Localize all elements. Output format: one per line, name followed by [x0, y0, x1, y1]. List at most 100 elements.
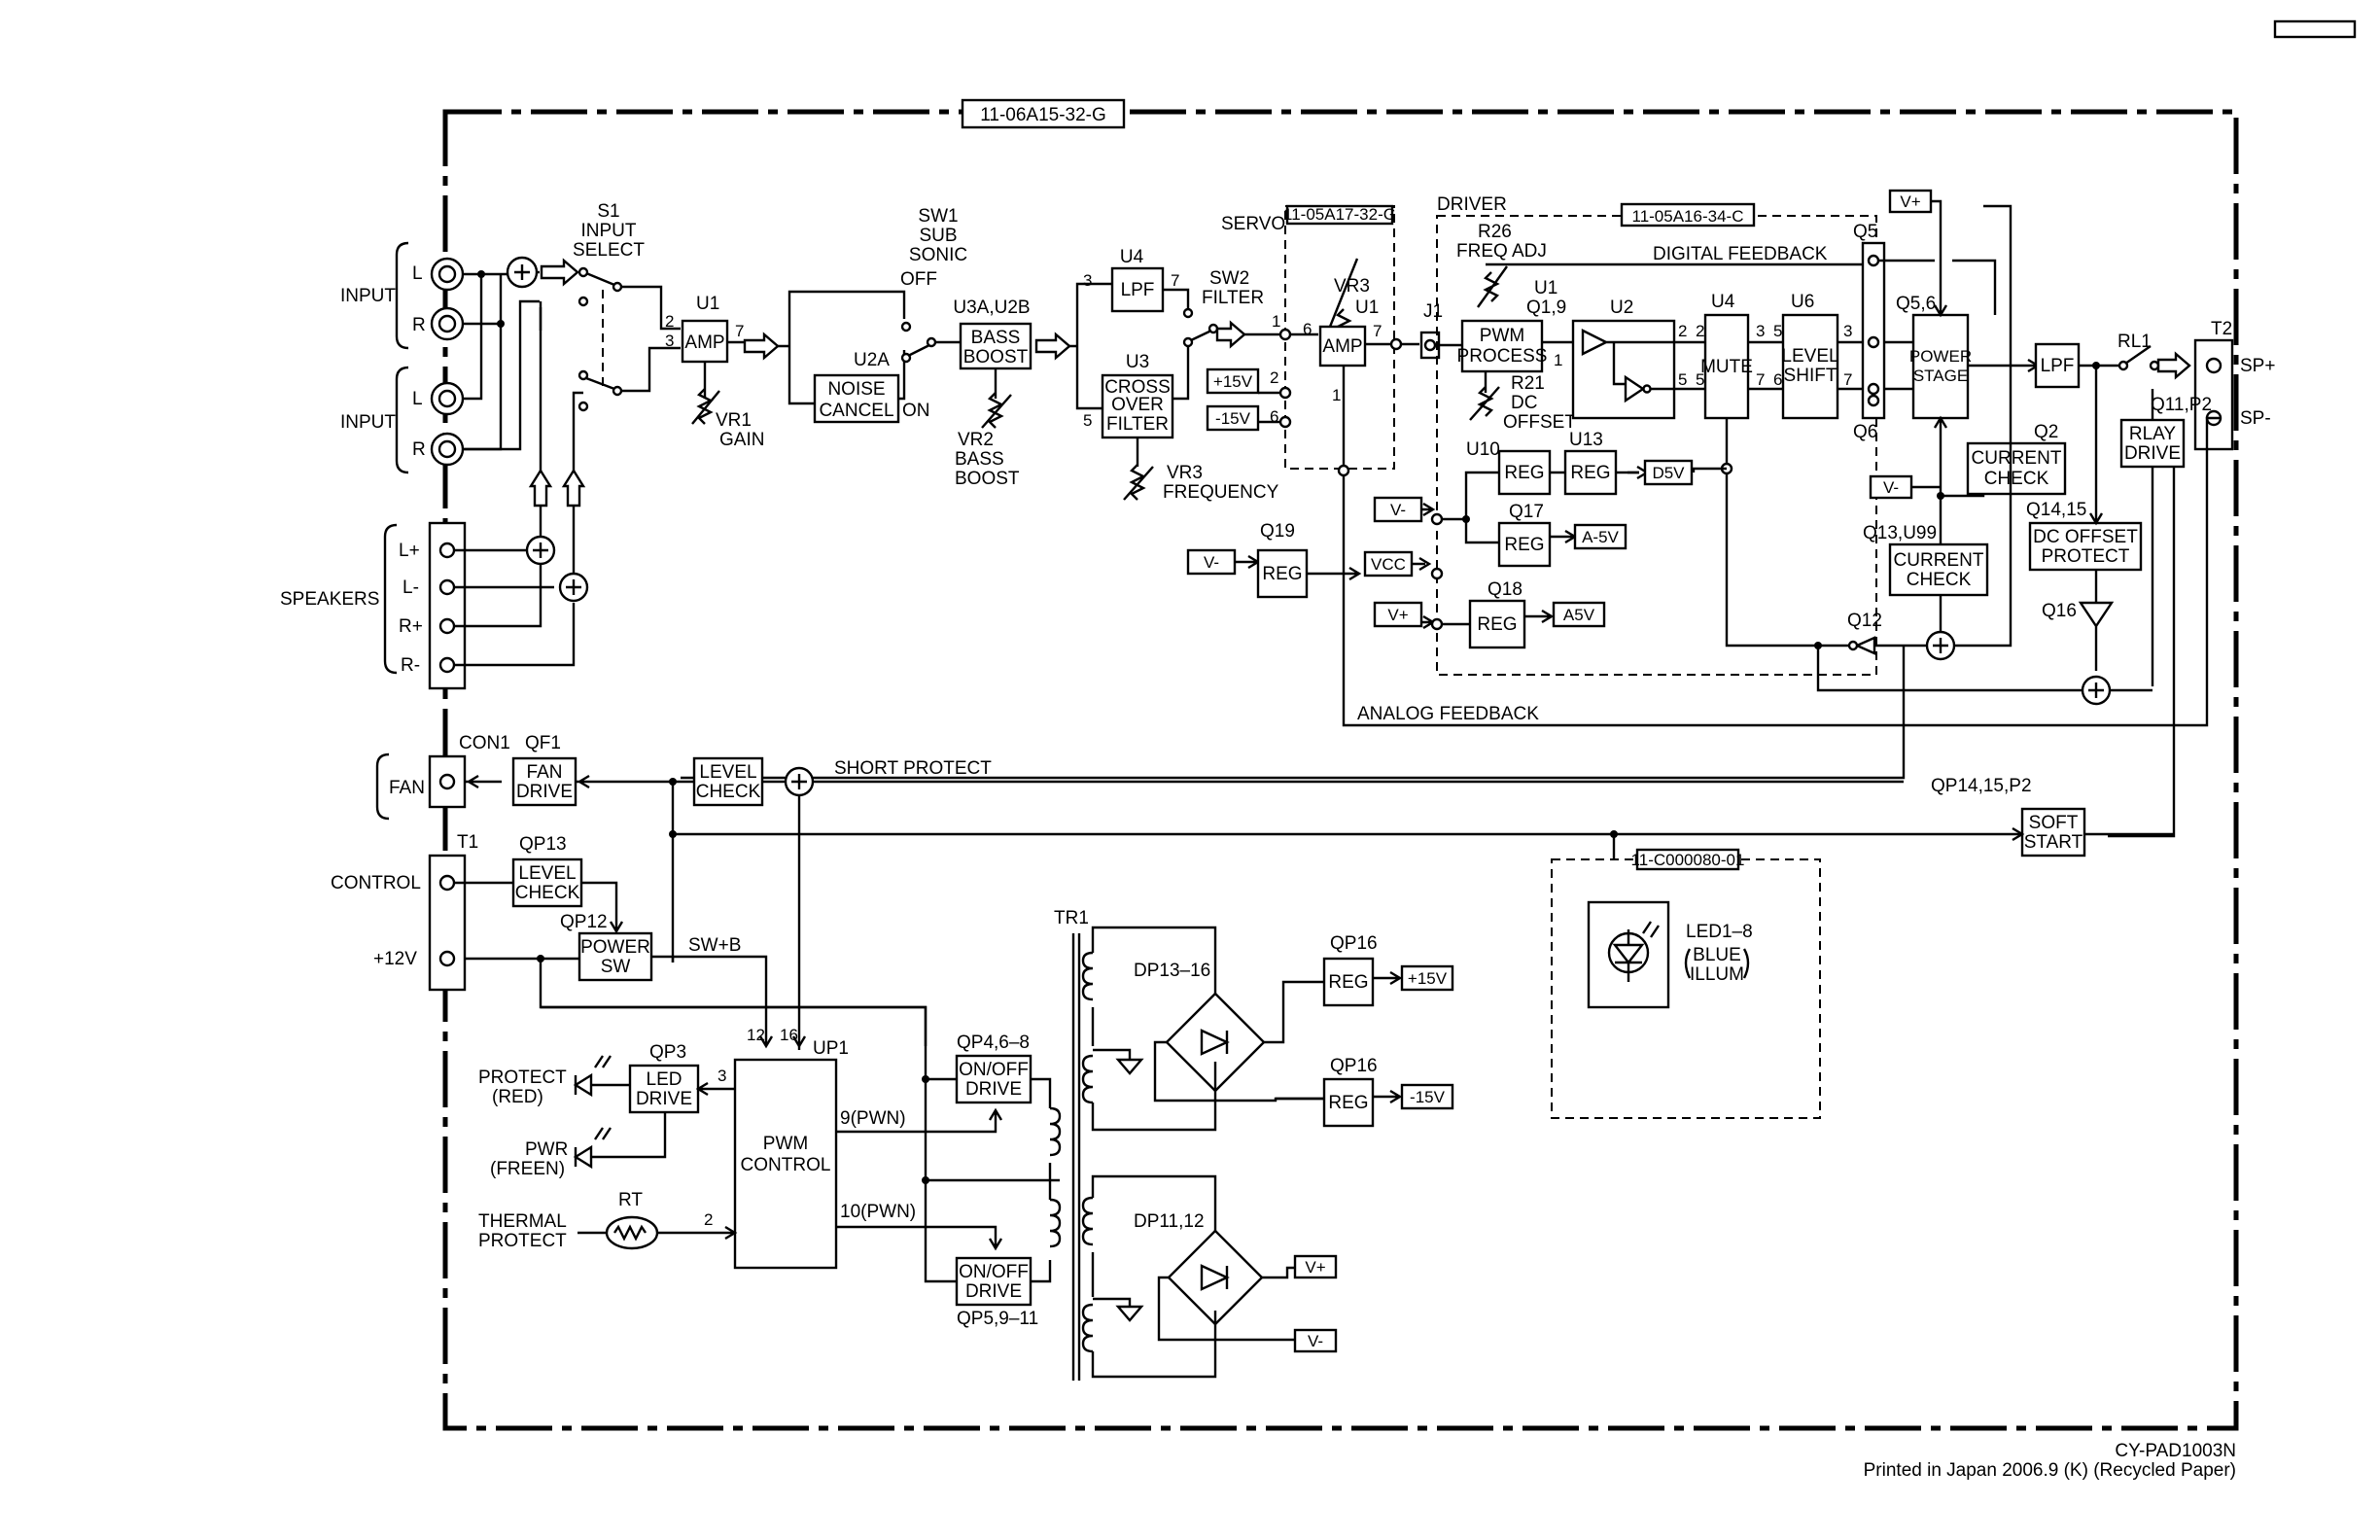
rca-jack-l2: [430, 381, 465, 416]
od2: DRIVE: [965, 1079, 1022, 1100]
bridge-rectifier-dp13-16: [1165, 992, 1266, 1093]
drv-n7c: 7: [1843, 370, 1852, 389]
u2-box: [1571, 319, 1676, 420]
u2a-l1: NOISE: [827, 379, 885, 400]
p3-lbl: 3: [718, 1067, 726, 1085]
s1-ref: S1: [597, 201, 619, 222]
rca-jack-r1: [430, 306, 465, 341]
hollow-arrow-up-1: [528, 468, 553, 508]
u4lpf-p7: 7: [1171, 271, 1179, 290]
vr1-name: GAIN: [719, 430, 764, 450]
digital-feedback: DIGITAL FEEDBACK: [1653, 244, 1828, 264]
bass-boost-box: [959, 322, 1032, 370]
u13-reg-box: [1563, 449, 1618, 496]
led-code: 11-C000080-01: [1631, 851, 1745, 869]
q18-lbl: Q18: [1488, 579, 1522, 600]
hollow-arrow-3: [1034, 332, 1071, 361]
dco1: DC OFFSET: [2033, 527, 2138, 547]
pwr1: PWR: [525, 1139, 568, 1160]
crossover-box: [1101, 373, 1174, 439]
board-frame: [442, 109, 2239, 1431]
r21-ref: R21: [1511, 373, 1545, 394]
ps2: STAGE: [1913, 367, 1968, 385]
vminus-box-2: [1186, 548, 1237, 576]
qp16a-reg: REG: [1328, 972, 1368, 993]
lc3: LEVEL: [518, 863, 576, 884]
swb-lbl: SW+B: [688, 935, 741, 956]
vminus-out-box-2: [1293, 1328, 1338, 1353]
ss1: SOFT: [2029, 813, 2079, 833]
protect1: PROTECT: [478, 1068, 567, 1088]
vcc: VCC: [1371, 555, 1406, 574]
mute-box: [1703, 313, 1750, 420]
u2-buffer: [1581, 329, 1643, 356]
rlay1: RLAY: [2129, 424, 2177, 444]
vm-out: V-: [1308, 1332, 1323, 1350]
current-check-box-1: [1966, 441, 2067, 496]
ld2: DRIVE: [636, 1089, 692, 1109]
lc1: LEVEL: [699, 762, 756, 783]
a5v-box: [1552, 601, 1606, 628]
drv-n6: 6: [1773, 370, 1782, 389]
vr2-l2: BOOST: [955, 469, 1020, 489]
upper-secondary-wires: [1091, 926, 1217, 1132]
q17-reg: REG: [1504, 535, 1544, 555]
u4lpf-p3: 3: [1083, 271, 1092, 290]
servo-plus15: +15V: [1213, 372, 1253, 391]
fd1: FAN: [527, 762, 563, 783]
dp1112-lbl: DP11,12: [1134, 1211, 1205, 1232]
thermal2: PROTECT: [478, 1231, 567, 1251]
od4: DRIVE: [965, 1281, 1022, 1302]
q5-q6-header: [1861, 241, 1886, 420]
vplus-drv: V+: [1387, 606, 1408, 624]
cc2: CHECK: [1984, 469, 2049, 489]
s1-to-amp: [621, 285, 681, 393]
rlay2: DRIVE: [2124, 443, 2181, 464]
freq-adj: FREQ ADJ: [1456, 241, 1547, 262]
qp468-lbl: QP4,6–8: [957, 1032, 1030, 1053]
dc-lbl: DC: [1511, 393, 1537, 413]
u1a-amp-box: [681, 319, 729, 364]
input-bracket-2: [395, 366, 409, 474]
pc2: CONTROL: [741, 1155, 831, 1175]
servo-p2: 2: [1270, 368, 1278, 387]
tr1-lbl: TR1: [1054, 908, 1089, 928]
led-red: [573, 1055, 630, 1098]
thermal1: THERMAL: [478, 1211, 567, 1232]
drv-n1: 1: [1554, 351, 1562, 369]
psw2: SW: [601, 957, 631, 977]
u1a-p3: 3: [665, 332, 674, 350]
drv-u4: U4: [1711, 292, 1735, 312]
sw2-switch: [1182, 307, 1219, 348]
m15v: -15V: [1410, 1088, 1446, 1106]
input-bracket-1: [395, 241, 409, 350]
frame-code-box: [961, 98, 1126, 129]
drv-n5a: 5: [1678, 370, 1687, 389]
u3a-l1: BASS: [971, 328, 1021, 348]
dco2: PROTECT: [2042, 546, 2130, 567]
ls2: SHIFT: [1784, 366, 1838, 386]
hollow-arrow-out: [2156, 351, 2191, 380]
driver-label: DRIVER: [1437, 194, 1507, 215]
q6-lbl: Q6: [1853, 422, 1877, 442]
vr1-resistor: [691, 388, 720, 425]
vr3-resistor-a: [1123, 464, 1154, 501]
u4lpf-ref: U4: [1120, 247, 1144, 267]
input-r2-label: R: [412, 439, 426, 460]
input-l-label: L: [412, 263, 423, 284]
level-check-box-2: [511, 858, 583, 908]
vr1-ref: VR1: [716, 410, 752, 431]
footer-printed: Printed in Japan 2006.9 (K) (Recycled Pa…: [1864, 1460, 2236, 1481]
led-blue-icon: [1607, 921, 1660, 982]
u2a-l2: CANCEL: [819, 401, 893, 421]
u13-lbl: U13: [1569, 430, 1603, 450]
sw1-off: OFF: [900, 269, 937, 290]
input-label-1: INPUT: [340, 286, 396, 306]
sp-lp: L+: [399, 541, 420, 561]
sw1-switch: [900, 321, 937, 364]
driver-code: 11-05A16-34-C: [1632, 207, 1744, 226]
a5v: A5V: [1563, 606, 1595, 624]
level-check-box-1: [692, 756, 764, 807]
cc3: CURRENT: [1894, 550, 1984, 571]
qp16a-lbl: QP16: [1330, 933, 1378, 954]
